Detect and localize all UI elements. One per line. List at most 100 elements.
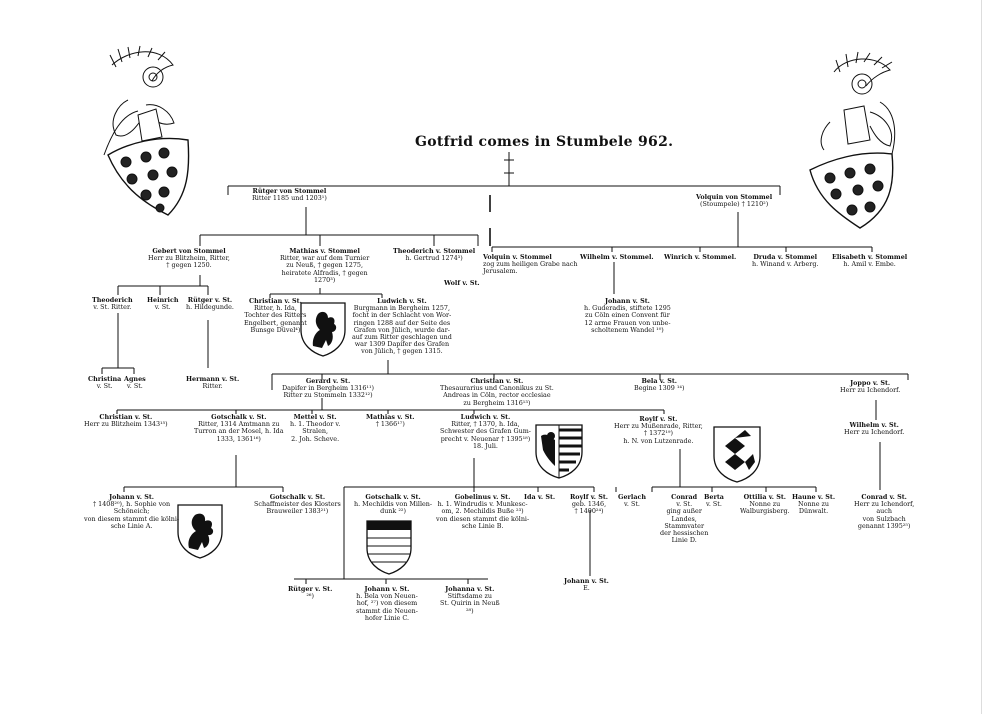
- person-detail: Herr zu Blitzheim, Ritter, † gegen 1250.: [148, 254, 230, 270]
- person-name: Christian v. St.: [249, 297, 302, 305]
- person-name: Volquin v. Stommel: [483, 253, 552, 261]
- person-detail: Begine 1309 ¹⁴): [634, 384, 685, 393]
- person-johann_2: Johann v. St.† 1408²⁰), h. Sophie von Sc…: [84, 493, 180, 530]
- person-name: Rütger v. St.: [288, 585, 333, 593]
- person-name: Mettel v. St.: [293, 413, 337, 421]
- heraldic-crest-roses-icon: [103, 45, 190, 216]
- person-detail: h. Mechildis von Millen- dunk ²²): [354, 500, 433, 516]
- eagle-shield-icon: [535, 424, 583, 479]
- person-name: Mathias v. Stommel: [289, 247, 360, 255]
- person-detail: geb. 1346, † 1400²⁴): [571, 500, 607, 516]
- person-name: Rütger von Stommel: [252, 187, 327, 195]
- person-name: Gobelinus v. St.: [454, 493, 511, 501]
- person-wilhelm_1: Wilhelm v. Stommel.: [580, 253, 654, 261]
- person-detail: h. 1. Windrudis v. Munkesc- om, 2. Mechi…: [436, 500, 530, 530]
- person-detail: Ritter, 1314 Amtmann zu Turron an der Mo…: [194, 420, 284, 443]
- heraldic-crest-roses-icon: [809, 51, 896, 229]
- person-name: Christian v. St.: [470, 377, 524, 385]
- person-name: Joppo v. St.: [850, 379, 891, 387]
- lion-shield-icon: [300, 302, 346, 357]
- person-volquin_1210: Volquin von Stommel(Stoumpele) † 1210²): [696, 193, 773, 208]
- person-detail: Dapifer in Bergheim 1316¹¹) Ritter zu St…: [282, 384, 375, 400]
- person-detail: v. St.: [154, 303, 171, 312]
- person-ruetger_2: Rütger v. St.h. Hildegunde.: [186, 296, 234, 312]
- person-bela_1: Bela v. St.Begine 1309 ¹⁴): [634, 377, 685, 393]
- person-name: Gerlach: [618, 493, 646, 501]
- person-name: Roylf v. St.: [639, 415, 678, 423]
- person-haune: Haune v. St.Nonne zu Dünwalt.: [792, 493, 835, 516]
- person-detail: v. St.: [706, 500, 722, 509]
- person-detail: v. St.: [126, 382, 143, 391]
- lion-shield-icon: [177, 504, 223, 559]
- person-name: Ludwich v. St.: [460, 413, 511, 421]
- person-detail: Herr zu Mußenrade, Ritter, † 1372¹⁹) h. …: [614, 422, 703, 445]
- person-conrad_2: Conrad v. St.Herr zu Ichendorf, auch von…: [854, 493, 915, 530]
- person-detail: † 1366¹⁷): [375, 420, 405, 429]
- person-ludwich_1: Ludwich v. St.Burgmann in Bergheim 1257,…: [352, 297, 452, 356]
- person-detail: Herr zu Blitzheim 1343¹⁵): [84, 420, 168, 429]
- person-name: Winrich v. Stommel.: [664, 253, 737, 261]
- person-name: Volquin von Stommel: [696, 193, 773, 201]
- person-detail: Herr zu Ichendorf.: [844, 428, 905, 437]
- person-detail: h. Amil v. Embe.: [843, 260, 896, 269]
- person-winrich: Winrich v. Stommel.: [664, 253, 737, 261]
- person-detail: h. Hildegunde.: [186, 303, 234, 312]
- person-roylf_2: Roylf v. St.geb. 1346, † 1400²⁴): [570, 493, 608, 516]
- person-name: Christian v. St.: [99, 413, 153, 421]
- person-detail: Herr zu Ichendorf.: [840, 386, 901, 395]
- person-name: Ludwich v. St.: [377, 297, 427, 305]
- person-christian_3: Christian v. St.Herr zu Blitzheim 1343¹⁵…: [84, 413, 168, 429]
- person-gotschalk_2: Gotschalk v. St.Schaffmeister des Kloste…: [254, 493, 341, 516]
- person-detail: Schaffmeister des Klosters Brauweiler 13…: [254, 500, 341, 516]
- person-detail: Ritter 1185 und 1203¹): [252, 194, 327, 203]
- person-name: Ida v. St.: [524, 493, 556, 501]
- person-name: Gotschalk v. St.: [269, 493, 326, 501]
- person-detail: Ritter, war auf dem Turnier zu Neuß, † g…: [280, 254, 370, 284]
- person-detail: Ritter.: [202, 382, 223, 391]
- person-name: Christina: [88, 375, 122, 383]
- person-johann_3: Johann v. St.h. Bela von Neuen- hof, ²⁷)…: [356, 585, 418, 622]
- person-roylf_1: Roylf v. St.Herr zu Mußenrade, Ritter, †…: [614, 415, 703, 445]
- person-johanna: Johanna v. St.Stiftsdame zu St. Quirin i…: [440, 585, 500, 615]
- person-detail: ²⁶): [306, 592, 314, 601]
- person-name: Johanna v. St.: [445, 585, 495, 593]
- person-johann_1: Johann v. St.h. Guderadis, stiftete 1295…: [584, 297, 671, 334]
- person-name: Bela v. St.: [641, 377, 678, 385]
- person-detail: zog zum heiligen Grabe nach Jerusalem.: [483, 260, 578, 276]
- person-joppo: Joppo v. St.Herr zu Ichendorf.: [840, 379, 901, 395]
- person-name: Johann v. St.: [604, 297, 650, 305]
- person-detail: Ritter, h. Ida, Tochter des Ritters Enge…: [244, 304, 307, 334]
- person-ruetger_3: Rütger v. St.²⁶): [288, 585, 333, 601]
- person-detail: Herr zu Ichendorf, auch von Sulzbach gen…: [854, 500, 915, 530]
- person-wilhelm_2: Wilhelm v. St.Herr zu Ichendorf.: [844, 421, 905, 437]
- person-ottilia: Ottilia v. St.Nonne zu Walburgisberg.: [740, 493, 790, 516]
- person-detail: Thesaurarius und Canonikus zu St. Andrea…: [440, 384, 554, 407]
- person-name: Theoderich v. Stommel: [393, 247, 476, 255]
- person-detail: h. Gertrud 1274³): [405, 254, 463, 263]
- person-johann_4: Johann v. St.E.: [564, 577, 609, 592]
- person-detail: Nonne zu Walburgisberg.: [740, 500, 790, 516]
- person-detail: v. St. ging außer Landes, Stammvater der…: [660, 500, 709, 545]
- person-name: Gebert von Stommel: [152, 247, 226, 255]
- person-detail: † 1408²⁰), h. Sophie von Schöneich; von …: [84, 500, 180, 530]
- person-name: Wilhelm v. St.: [849, 421, 899, 429]
- person-ida: Ida v. St.: [524, 493, 556, 501]
- person-name: Johann v. St.: [564, 577, 609, 585]
- person-detail: Ritter, † 1370, h. Ida, Schwester des Gr…: [440, 420, 531, 450]
- person-detail: h. Winand v. Arberg.: [752, 260, 819, 269]
- person-detail: h. Guderadis, stiftete 1295 zu Cöln eine…: [584, 304, 671, 334]
- person-mettel: Mettel v. St.h. 1. Theodor v. Stralen, 2…: [290, 413, 341, 443]
- person-gerard: Gerard v. St.Dapifer in Bergheim 1316¹¹)…: [282, 377, 375, 400]
- person-name: Berta: [704, 493, 724, 501]
- person-name: Gotschalk v. St.: [365, 493, 421, 501]
- person-detail: h. 1. Theodor v. Stralen, 2. Joh. Scheve…: [290, 420, 341, 443]
